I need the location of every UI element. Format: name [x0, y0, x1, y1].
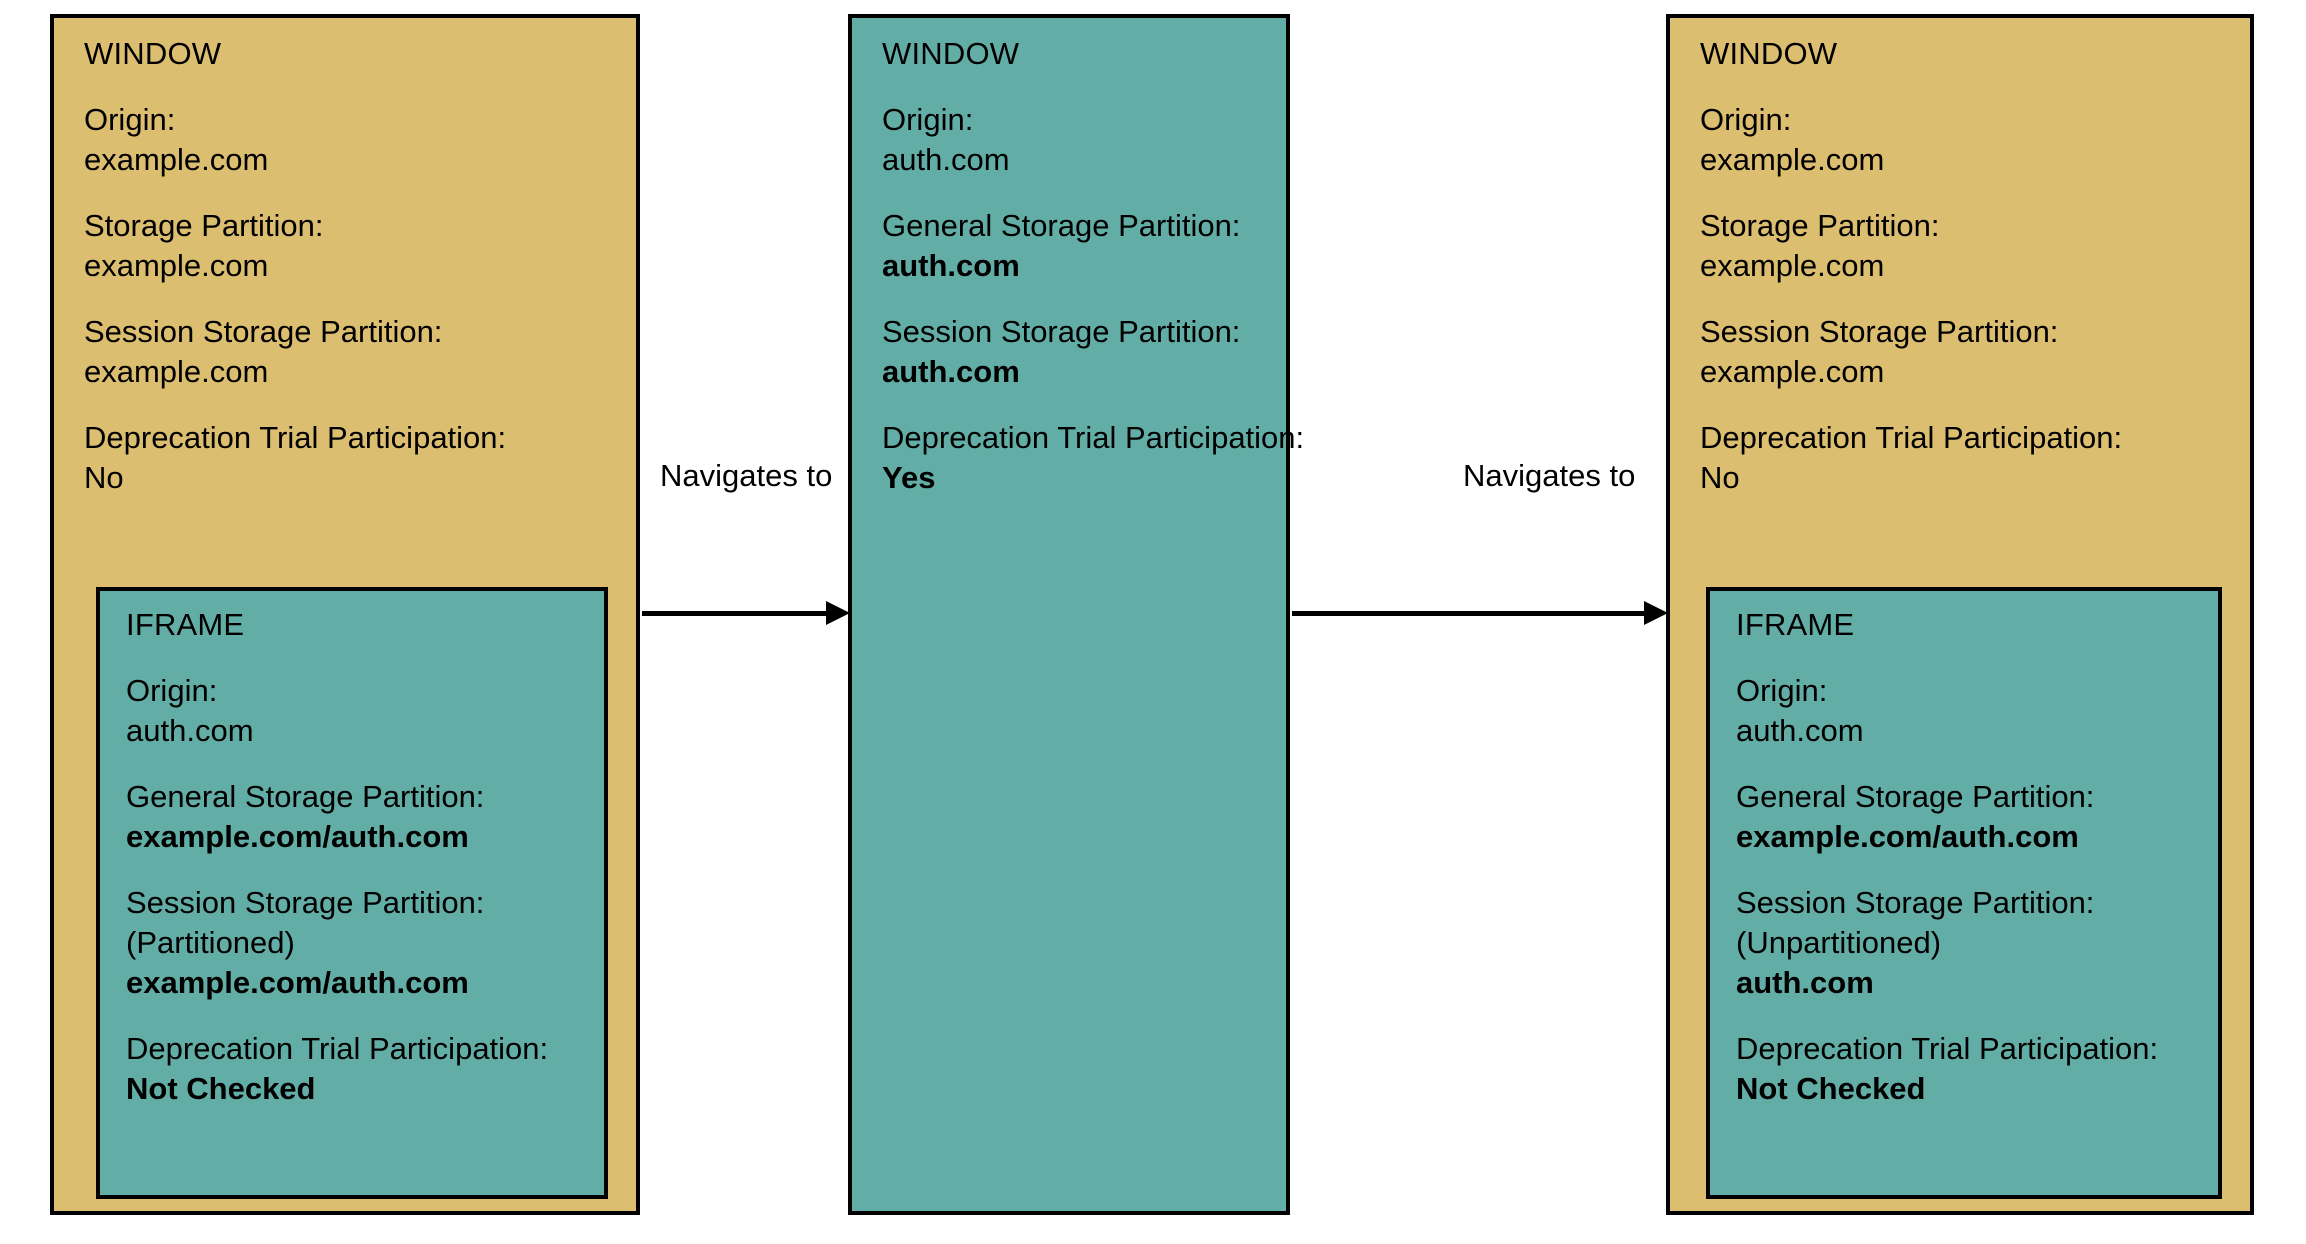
field-value: example.com/auth.com	[126, 965, 469, 1000]
field-label: Session Storage Partition:	[1736, 885, 2095, 920]
iframe-panel-3-field-deprecation-trial: Deprecation Trial Participation: Not Che…	[1736, 1029, 2206, 1109]
field-sublabel: (Partitioned)	[126, 925, 295, 960]
window-panel-1-field-session-storage-partition: Session Storage Partition: example.com	[84, 312, 624, 392]
field-label: Deprecation Trial Participation:	[1736, 1031, 2159, 1066]
field-label: Origin:	[126, 673, 218, 708]
field-label: Deprecation Trial Participation:	[84, 420, 507, 455]
window-panel-1-body: WINDOW Origin: example.com Storage Parti…	[84, 34, 624, 498]
window-panel-3-title: WINDOW	[1700, 36, 1838, 71]
arrow-shaft	[1292, 611, 1646, 616]
window-panel-2-field-origin: Origin: auth.com	[882, 100, 1274, 180]
field-value: auth.com	[882, 142, 1010, 177]
window-panel-3-field-origin: Origin: example.com	[1700, 100, 2238, 180]
field-label: Origin:	[84, 102, 176, 137]
iframe-panel-1-title: IFRAME	[126, 607, 245, 642]
iframe-panel-3-field-origin: Origin: auth.com	[1736, 671, 2206, 751]
window-panel-1-field-storage-partition: Storage Partition: example.com	[84, 206, 624, 286]
window-panel-1-title: WINDOW	[84, 36, 222, 71]
arrow-head	[826, 601, 850, 625]
window-panel-2-field-deprecation-trial: Deprecation Trial Participation: Yes	[882, 418, 1305, 498]
iframe-panel-1-field-session-storage-partition: Session Storage Partition: (Partitioned)…	[126, 883, 592, 1003]
field-label: Deprecation Trial Participation:	[1700, 420, 2123, 455]
iframe-panel-3-body: IFRAME Origin: auth.com General Storage …	[1736, 605, 2206, 1109]
iframe-panel-1-field-general-storage-partition: General Storage Partition: example.com/a…	[126, 777, 592, 857]
field-label: Origin:	[1700, 102, 1792, 137]
field-value: No	[84, 460, 124, 495]
field-label: Storage Partition:	[84, 208, 324, 243]
window-panel-3: WINDOW Origin: example.com Storage Parti…	[1666, 14, 2254, 1215]
field-value: No	[1700, 460, 1740, 495]
arrow-shaft	[642, 611, 828, 616]
window-panel-3-field-session-storage-partition: Session Storage Partition: example.com	[1700, 312, 2238, 392]
field-label: General Storage Partition:	[882, 208, 1241, 243]
window-panel-1: WINDOW Origin: example.com Storage Parti…	[50, 14, 640, 1215]
field-value: example.com	[84, 248, 269, 283]
arrow-1-navigates-to-icon	[642, 593, 850, 633]
iframe-panel-3-title: IFRAME	[1736, 607, 1855, 642]
field-value: auth.com	[1736, 965, 1874, 1000]
iframe-panel-1-body: IFRAME Origin: auth.com General Storage …	[126, 605, 592, 1109]
field-label: General Storage Partition:	[126, 779, 485, 814]
field-value: example.com	[1700, 142, 1885, 177]
field-value: Not Checked	[1736, 1071, 1926, 1106]
iframe-panel-3-field-session-storage-partition: Session Storage Partition: (Unpartitione…	[1736, 883, 2206, 1003]
iframe-panel-1-field-origin: Origin: auth.com	[126, 671, 592, 751]
field-label: Session Storage Partition:	[1700, 314, 2059, 349]
field-label: Session Storage Partition:	[126, 885, 485, 920]
arrow-2-label: Navigates to	[1463, 458, 1636, 493]
iframe-panel-3-field-general-storage-partition: General Storage Partition: example.com/a…	[1736, 777, 2206, 857]
field-value: example.com/auth.com	[126, 819, 469, 854]
field-value: example.com	[1700, 248, 1885, 283]
window-panel-3-field-storage-partition: Storage Partition: example.com	[1700, 206, 2238, 286]
window-panel-2-field-session-storage-partition: Session Storage Partition: auth.com	[882, 312, 1274, 392]
window-panel-2-field-general-storage-partition: General Storage Partition: auth.com	[882, 206, 1274, 286]
field-label: Origin:	[1736, 673, 1828, 708]
window-panel-2-title: WINDOW	[882, 36, 1020, 71]
field-value: example.com	[1700, 354, 1885, 389]
field-value: Not Checked	[126, 1071, 316, 1106]
field-value: example.com/auth.com	[1736, 819, 2079, 854]
window-panel-3-field-deprecation-trial: Deprecation Trial Participation: No	[1700, 418, 2238, 498]
window-panel-2: WINDOW Origin: auth.com General Storage …	[848, 14, 1305, 1215]
arrow-1-label: Navigates to	[660, 458, 833, 493]
arrow-head	[1644, 601, 1668, 625]
field-label: Deprecation Trial Participation:	[126, 1031, 549, 1066]
field-label: Origin:	[882, 102, 974, 137]
field-sublabel: (Unpartitioned)	[1736, 925, 1942, 960]
window-panel-1-field-deprecation-trial: Deprecation Trial Participation: No	[84, 418, 624, 498]
window-panel-3-body: WINDOW Origin: example.com Storage Parti…	[1700, 34, 2238, 498]
iframe-panel-1: IFRAME Origin: auth.com General Storage …	[96, 587, 608, 1199]
field-label: Deprecation Trial Participation:	[882, 420, 1305, 455]
iframe-panel-1-field-deprecation-trial: Deprecation Trial Participation: Not Che…	[126, 1029, 592, 1109]
field-label: Session Storage Partition:	[84, 314, 443, 349]
field-value: example.com	[84, 142, 269, 177]
arrow-2-navigates-to-icon	[1292, 593, 1668, 633]
window-panel-1-field-origin: Origin: example.com	[84, 100, 624, 180]
field-value: auth.com	[1736, 713, 1864, 748]
window-panel-2-body: WINDOW Origin: auth.com General Storage …	[882, 34, 1305, 498]
field-value: example.com	[84, 354, 269, 389]
field-value: auth.com	[882, 354, 1020, 389]
iframe-panel-3: IFRAME Origin: auth.com General Storage …	[1706, 587, 2222, 1199]
field-label: Session Storage Partition:	[882, 314, 1241, 349]
field-value: Yes	[882, 460, 936, 495]
field-label: Storage Partition:	[1700, 208, 1940, 243]
field-value: auth.com	[126, 713, 254, 748]
field-label: General Storage Partition:	[1736, 779, 2095, 814]
field-value: auth.com	[882, 248, 1020, 283]
